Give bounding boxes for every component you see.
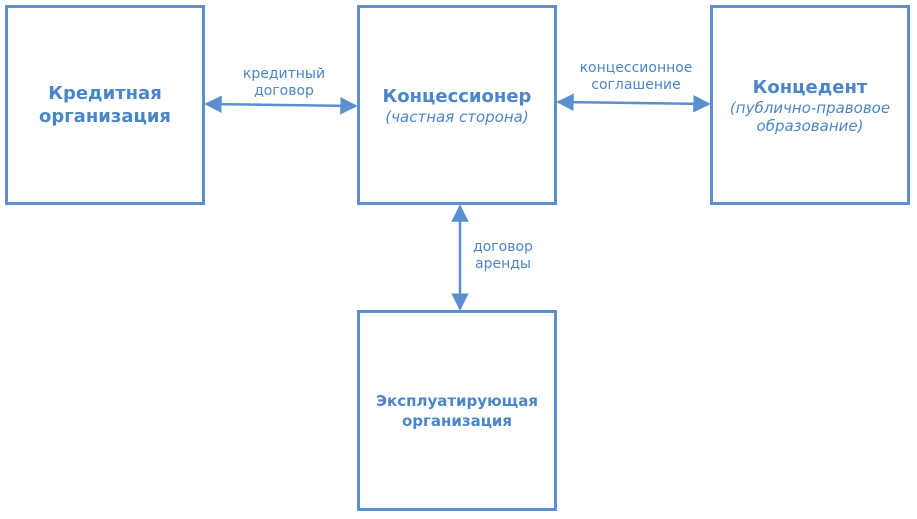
credit-contract-label-line1: кредитный — [242, 66, 326, 82]
lease-contract-label-line2: аренды — [475, 256, 531, 272]
credit-contract-label-line2: договор — [254, 83, 314, 99]
lease-contract-label: договор аренды — [464, 239, 542, 273]
credit-organization-title: Кредитная организация — [39, 83, 171, 127]
concessionaire-subtitle: (частная сторона) — [385, 107, 529, 126]
operating-organization-node: Эксплуатирующая организация — [357, 310, 557, 511]
lease-contract-label-line1: договор — [473, 239, 533, 255]
credit-contract-label: кредитный договор — [226, 66, 342, 100]
concedent-node: Концедент (публично-правовое образование… — [710, 5, 910, 205]
operating-organization-title: Эксплуатирующая организация — [376, 391, 538, 430]
credit-organization-node: Кредитная организация — [5, 5, 205, 205]
concessionaire-node: Концессионер (частная сторона) — [357, 5, 557, 205]
concession-agreement-label: концессионное соглашение — [568, 60, 704, 94]
concession-agreement-label-line1: концессионное — [579, 60, 693, 76]
credit-contract-arrow — [204, 95, 358, 115]
concedent-subtitle: (публично-правовое образование) — [729, 98, 891, 135]
concedent-title: Концедент — [752, 76, 868, 98]
concession-agreement-arrow — [556, 93, 711, 113]
concessionaire-title: Концессионер — [382, 85, 532, 107]
concession-agreement-label-line2: соглашение — [591, 77, 681, 93]
